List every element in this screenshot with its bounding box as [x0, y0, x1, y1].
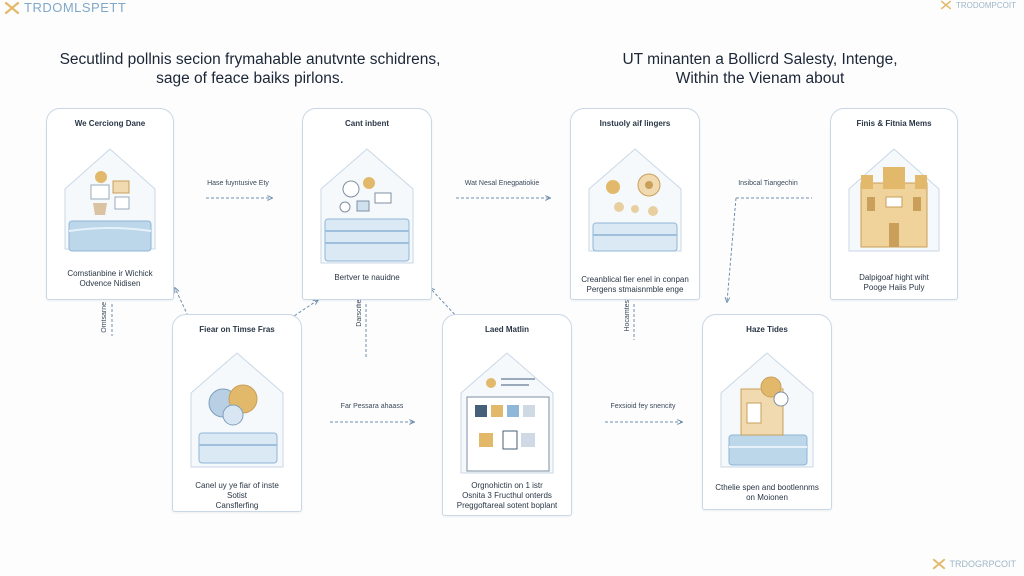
- card-title: Cant inbent: [345, 119, 389, 128]
- step-card-3: Instuoly aif lingers Creanblical fier en…: [570, 108, 700, 300]
- caption-line: Bertver te nauidne: [334, 273, 400, 282]
- star-logo-icon: [932, 558, 945, 570]
- arrow-label-c3-c4: Insibcal Tiangechin: [738, 180, 798, 187]
- vertical-label-2: Darscifies: [356, 296, 363, 327]
- caption-line: Preggoftareal sotent boplant: [456, 501, 558, 510]
- title-left-line1: Secutlind pollnis secion frymahable anut…: [59, 51, 441, 68]
- card-title: Fiear on Timse Fras: [199, 325, 275, 334]
- card-caption: Dalpigoaf hight wiht Pooge Haiis Puly: [835, 273, 953, 293]
- step-card-7: Haze Tides Cthelie spen and bootlennms o…: [702, 314, 832, 510]
- step-card-5: Fiear on Timse Fras Canel uy ye fiar of …: [172, 314, 302, 512]
- logo-text-top-right: TRODOMPCOIT: [956, 0, 1016, 10]
- vertical-label-1: Omtsarne: [101, 302, 108, 333]
- card-caption: Cthelie spen and bootlennms on Moionen: [707, 483, 827, 503]
- caption-line: Canel uy ye fiar of inste: [195, 481, 279, 490]
- caption-line: Sotist: [226, 491, 247, 500]
- logo-text-bottom-right: TRDOGRPCOIT: [949, 559, 1017, 569]
- step-card-2: Cant inbent Bertver te nauidne: [302, 108, 432, 300]
- title-left: Secutlind pollnis secion frymahable anut…: [10, 50, 490, 88]
- arrow-label-c2-c3: Wat Nesal Enegpatiokie: [464, 180, 540, 187]
- caption-line: Creanblical fier enel in conpan: [581, 275, 689, 284]
- logo-top-right: TRODOMPCOIT: [940, 0, 1016, 10]
- building-illustration-icon: [848, 148, 940, 252]
- arrow-label-c6-c7: Fexsioid fey snencity: [610, 403, 676, 410]
- caption-line: Cthelie spen and bootlennms: [715, 483, 819, 492]
- step-card-1: We Cerciong Dane Comstianbine ir Wichick…: [46, 108, 174, 300]
- card-title: Haze Tides: [746, 325, 788, 334]
- arrow-c3-c4-down: [727, 197, 737, 302]
- caption-line: Pooge Haiis Puly: [863, 283, 925, 292]
- star-logo-icon: [4, 1, 20, 14]
- title-right-line1: UT minanten a Bollicrd Salesty, Intenge,: [622, 51, 898, 68]
- title-right-line2: Within the Vienam about: [675, 70, 845, 87]
- vertical-label-3: Hocamtes: [624, 300, 631, 332]
- arrow-label-c1-c2: Hase fuyntusive Ety: [207, 180, 269, 187]
- card-title: Laed Matlin: [484, 325, 529, 334]
- tray-illustration-icon: [588, 148, 682, 252]
- card-caption: Comstianbine ir Wichick Odvence Nidisen: [51, 269, 169, 289]
- arrow-c6-c2: [430, 288, 459, 319]
- step-card-6: Laed Matlin Orgnohictin on 1 istr Osnita…: [442, 314, 572, 516]
- logo-top-left: TRDOMLSPETT: [4, 0, 126, 15]
- card-caption: Bertver te nauidne: [307, 273, 427, 283]
- star-logo-icon: [940, 0, 952, 10]
- tray-illustration-icon: [190, 352, 284, 468]
- caption-line: Odvence Nidisen: [79, 279, 141, 288]
- caption-line: Orgnohictin on 1 istr: [471, 481, 543, 490]
- card-caption: Creanblical fier enel in conpan Pergens …: [575, 275, 695, 295]
- title-left-line2: sage of feace baiks pirlons.: [156, 70, 344, 87]
- tray-illustration-icon: [64, 148, 156, 252]
- card-caption: Orgnohictin on 1 istr Osnita 3 Fructhul …: [447, 481, 567, 511]
- tray-illustration-icon: [320, 148, 414, 264]
- arrow-label-c5-c6: Far Pessara ahaass: [340, 403, 404, 410]
- step-card-4: Finis & Fitnia Mems Dalpigoaf hight wiht…: [830, 108, 958, 300]
- document-illustration-icon: [460, 352, 554, 474]
- card-title: Finis & Fitnia Mems: [856, 119, 932, 128]
- caption-line: on Moionen: [746, 493, 788, 502]
- card-caption: Canel uy ye fiar of inste Sotist Cansfle…: [177, 481, 297, 511]
- caption-line: Cansflerfing: [215, 501, 259, 510]
- logo-bottom-right: TRDOGRPCOIT: [932, 558, 1017, 570]
- tray-illustration-icon: [720, 352, 814, 468]
- caption-line: Dalpigoaf hight wiht: [859, 273, 929, 282]
- card-title: We Cerciong Dane: [74, 119, 146, 128]
- caption-line: Comstianbine ir Wichick: [67, 269, 153, 278]
- card-title: Instuoly aif lingers: [599, 119, 671, 128]
- caption-line: Pergens stmaisnmble enge: [586, 285, 684, 294]
- caption-line: Osnita 3 Fructhul onterds: [462, 491, 552, 500]
- logo-text-top-left: TRDOMLSPETT: [24, 0, 127, 15]
- title-right: UT minanten a Bollicrd Salesty, Intenge,…: [530, 50, 990, 88]
- arrow-c5-c1: [175, 288, 189, 317]
